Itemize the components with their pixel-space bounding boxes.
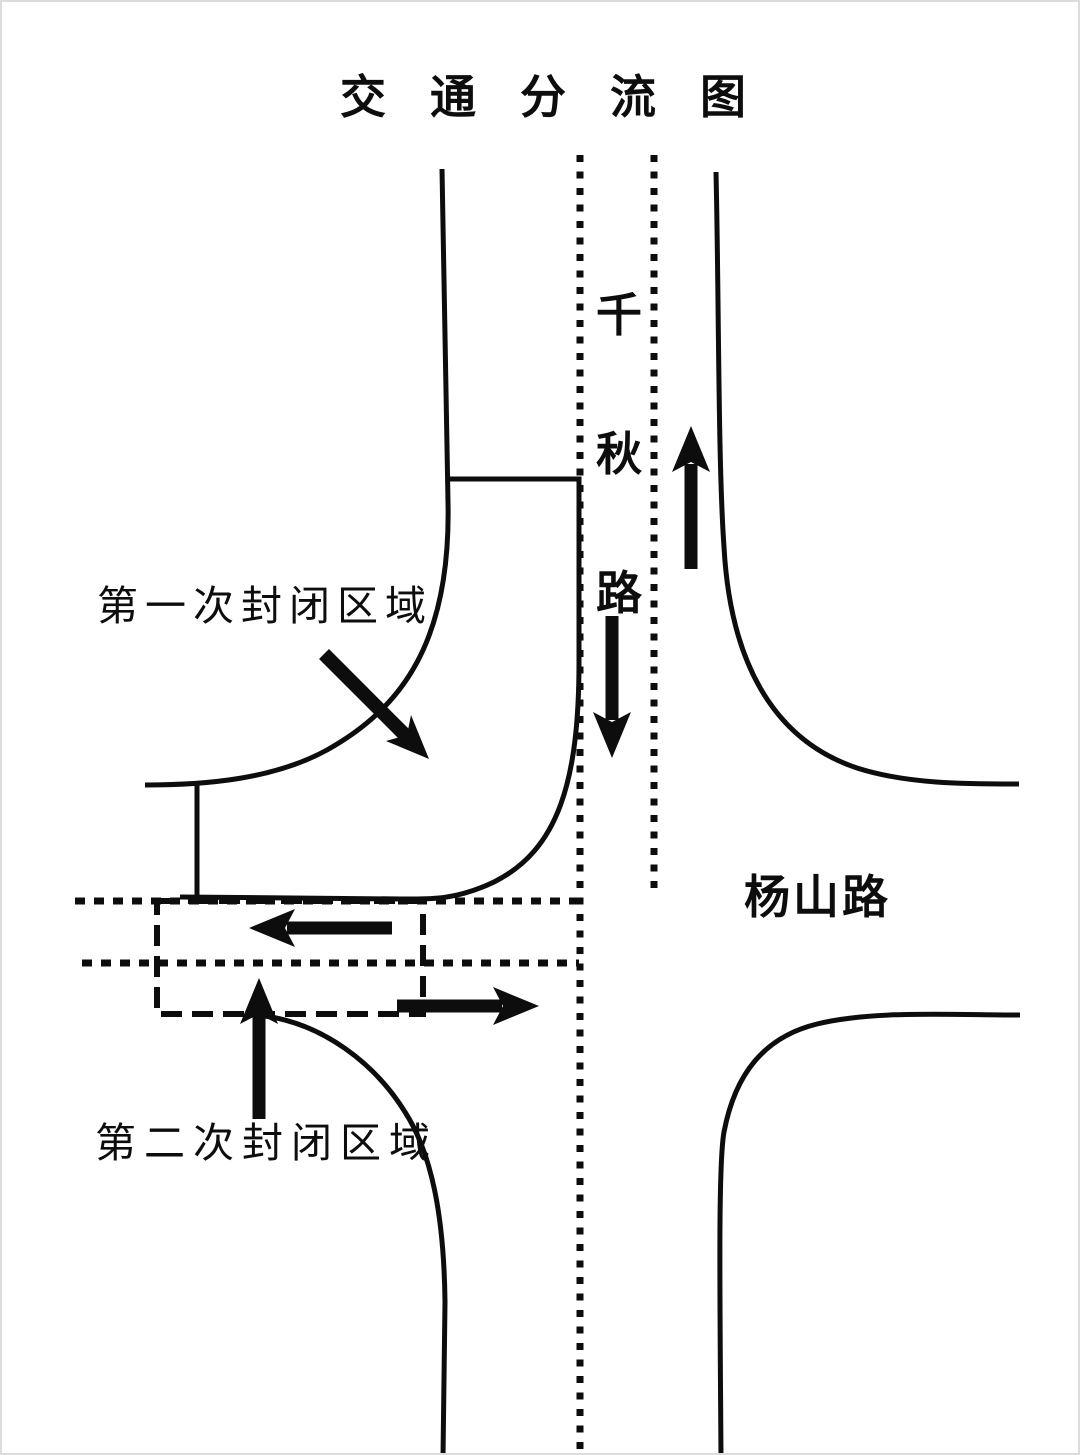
- page-title: 交通分流图: [340, 71, 790, 123]
- vertical-road-char-2: 秋: [596, 428, 642, 480]
- south-approach-traffic-arrow: [240, 978, 278, 1119]
- closure-area-2-box: [154, 898, 426, 1017]
- vertical-road-name: 千 秋 路: [593, 292, 645, 616]
- road-edge-top-right: [713, 171, 1020, 787]
- southbound-traffic-arrow: [593, 616, 631, 758]
- closure-area-2-label: 第二次封闭区域: [95, 1120, 438, 1166]
- road-edge-bottom-right: [717, 1011, 1021, 1453]
- closure-1-pointer-arrow: [319, 649, 429, 759]
- vertical-road-char-3: 路: [596, 567, 642, 619]
- road-edge-top-left: [144, 168, 451, 788]
- road-edge-bottom-left: [264, 1013, 448, 1453]
- eastbound-traffic-arrow: [397, 987, 539, 1025]
- northbound-traffic-arrow: [672, 426, 710, 569]
- westbound-traffic-arrow: [249, 909, 392, 947]
- vertical-road-char-1: 千: [596, 289, 642, 341]
- closure-area-1-outline: [179, 476, 582, 902]
- closure-area-1-label: 第一次封闭区域: [97, 583, 433, 629]
- horizontal-road-name: 杨山路: [744, 871, 891, 923]
